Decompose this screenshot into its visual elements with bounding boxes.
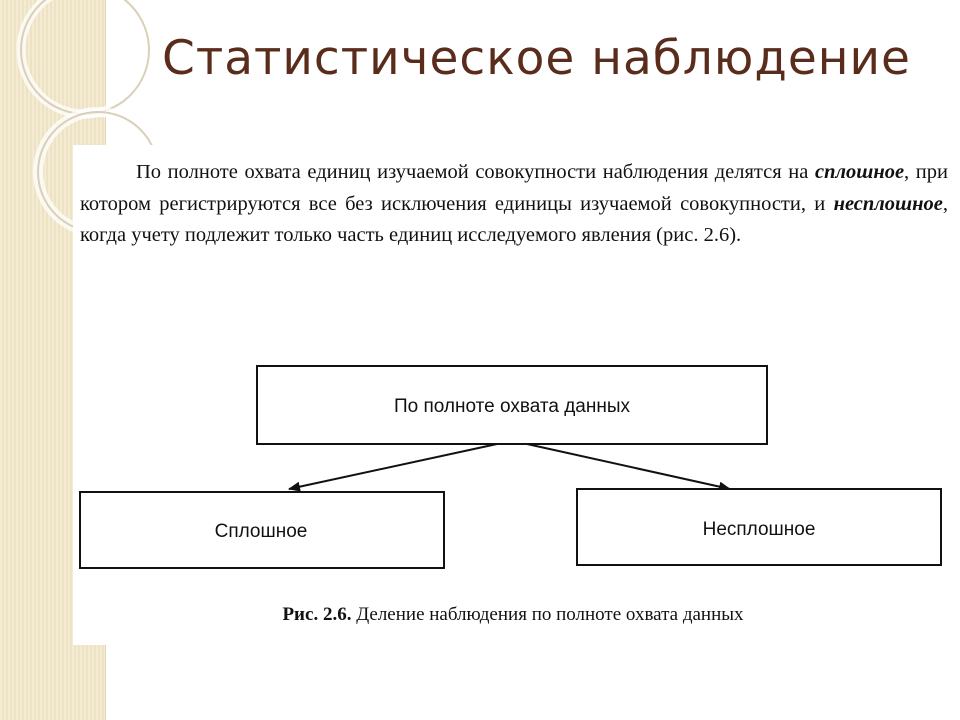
paragraph-part-1: По полноте охвата единиц изучаемой совок…	[136, 161, 815, 183]
term-sample: несплошное	[833, 192, 943, 215]
root-box	[256, 365, 768, 445]
paragraph-part-2: , при котором регистрируются все без иск…	[80, 161, 948, 215]
scanned-figure: По полноте охвата единиц изучаемой совок…	[73, 145, 953, 645]
sample-box	[576, 488, 942, 566]
classification-diagram: По полноте охвата данных Сплошное Неспло…	[79, 365, 942, 569]
continuous-box-label: Сплошное	[215, 521, 308, 542]
sample-box-label: Несплошное	[703, 519, 816, 540]
ring-top-line	[20, 0, 150, 115]
arrow-to-continuous	[288, 443, 498, 492]
term-continuous: сплошное	[814, 161, 905, 183]
continuous-box	[79, 491, 445, 569]
paragraph-text: По полноте охвата единиц изучаемой совок…	[80, 157, 948, 252]
root-box-label: По полноте охвата данных	[394, 396, 631, 417]
figure-caption: Рис. 2.6. Деление наблюдения по полноте …	[73, 604, 953, 626]
figure-number: Рис. 2.6.	[282, 604, 352, 625]
figure-caption-text: Деление наблюдения по полноте охвата дан…	[351, 604, 744, 625]
body-paragraph: По полноте охвата единиц изучаемой совок…	[80, 157, 948, 252]
arrow-to-sample	[526, 443, 731, 492]
slide-title: Статистическое наблюдение	[162, 31, 911, 86]
paragraph-part-3: , когда учету подлежит только часть един…	[80, 192, 948, 247]
